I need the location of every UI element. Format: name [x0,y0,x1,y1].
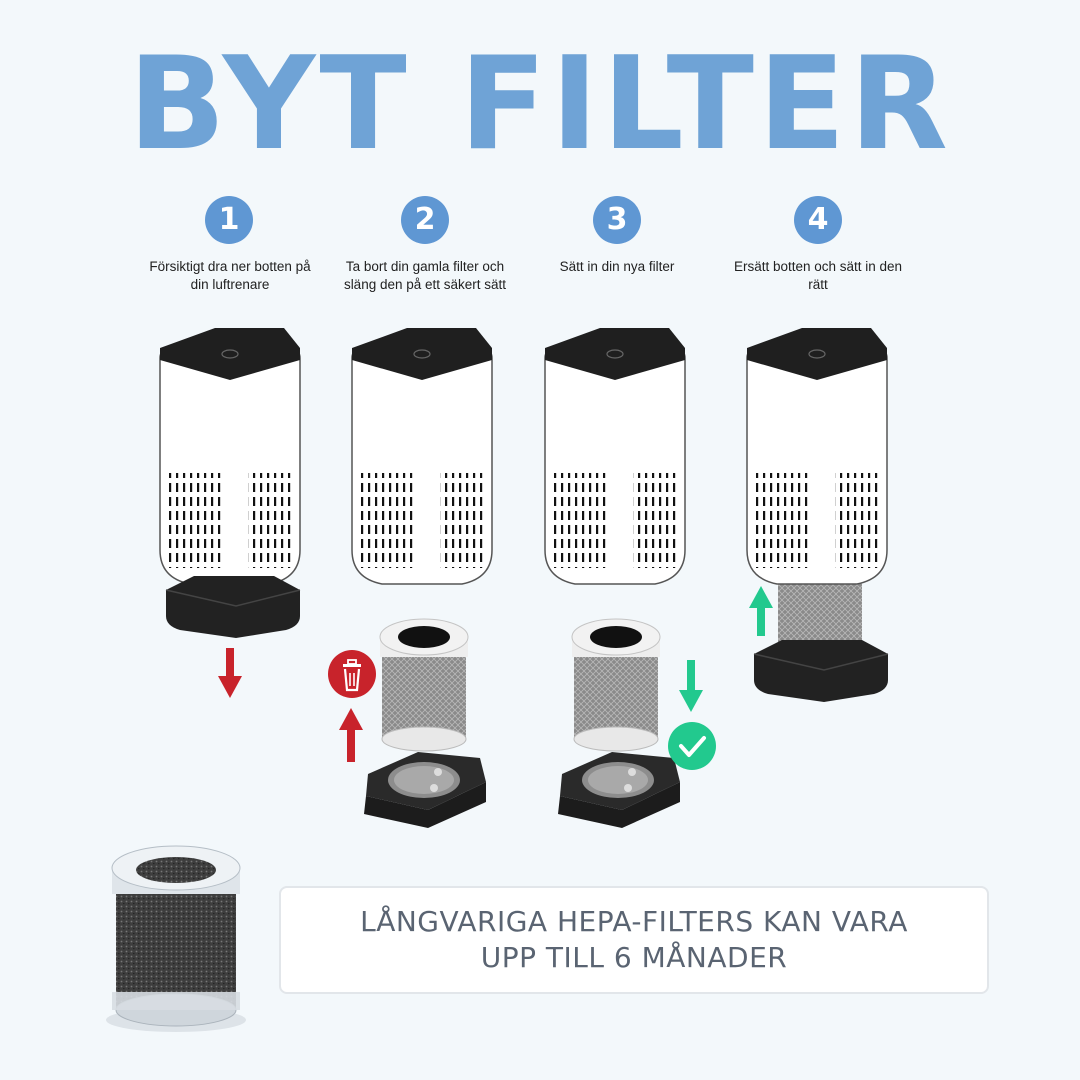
banner-line-2: UPP TILL 6 MÅNADER [480,941,788,974]
step-1-text: Försiktigt dra ner botten på din luftren… [149,259,311,292]
purifier-base-1 [165,575,301,639]
info-banner: LÅNGVARIGA HEPA-FILTERS KAN VARA UPP TIL… [279,886,989,994]
purifier-unit-1 [159,327,301,585]
purifier-unit-2 [351,327,493,585]
banner-line-1: LÅNGVARIGA HEPA-FILTERS KAN VARA [360,905,908,938]
purifier-unit-4 [746,327,888,585]
step-2-text: Ta bort din gamla filter och släng den p… [343,259,507,292]
purifier-base-4 [753,639,889,703]
step-4-text: Ersätt botten och sätt in den rätt [733,259,903,292]
purifier-base-2 [364,752,486,828]
new-filter [571,618,661,752]
arrow-up-icon [749,586,773,636]
old-filter [379,618,469,752]
purifier-unit-3 [544,327,686,585]
checkmark-icon [668,722,716,770]
step-4-badge: 4 [794,196,842,244]
trash-icon [328,650,376,698]
step-3-badge: 3 [593,196,641,244]
page-title: BYT FILTER [128,30,952,179]
arrow-up-icon [339,708,363,762]
step-3-text: Sätt in din nya filter [559,259,675,274]
arrow-down-icon [679,660,703,712]
arrow-down-icon [218,648,242,698]
step-1-badge: 1 [205,196,253,244]
step-2-badge: 2 [401,196,449,244]
purifier-base-3 [558,752,680,828]
filter-product-photo [106,845,246,1032]
